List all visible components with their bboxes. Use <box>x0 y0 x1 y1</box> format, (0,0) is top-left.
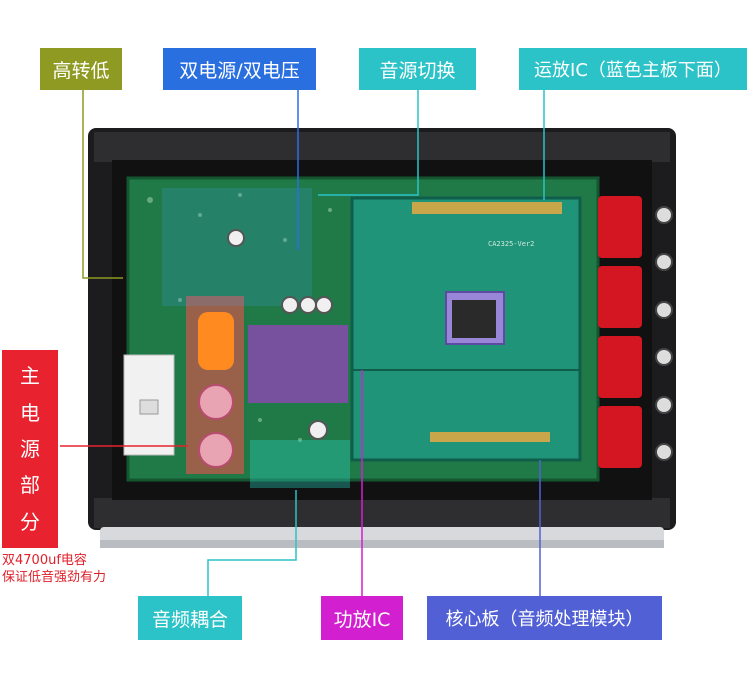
label-main-power-char-5: 分 <box>20 509 40 534</box>
core-board: CA2325-Ver2 <box>350 196 582 462</box>
label-amp-ic: 功放IC <box>321 596 403 640</box>
white-connector <box>123 354 175 456</box>
label-main-power: 主 电 源 部 分 <box>2 350 58 548</box>
label-main-power-char-1: 主 <box>20 364 40 389</box>
speaker-terminals <box>598 196 673 468</box>
label-opamp-ic: 运放IC（蓝色主板下面） <box>519 48 747 90</box>
overlay-dual-power-section <box>162 188 312 306</box>
label-high-convert: 高转低 <box>40 48 122 90</box>
label-dual-power: 双电源/双电压 <box>163 48 316 90</box>
leader-high-convert <box>82 82 123 279</box>
label-source-switch: 音源切换 <box>359 48 476 90</box>
label-main-power-char-3: 源 <box>20 436 40 461</box>
leader-source-switch <box>318 90 419 196</box>
label-coupling: 音频耦合 <box>138 596 242 640</box>
leader-lines <box>60 82 545 600</box>
capacitor-note: 双4700uf电容 保证低音强劲有力 <box>2 552 106 586</box>
label-main-power-char-4: 部 <box>20 473 40 498</box>
chip-marking: CA2325-Ver2 <box>488 240 534 248</box>
power-capacitors <box>198 229 333 468</box>
label-main-power-char-2: 电 <box>20 400 40 425</box>
capacitor-note-line-1: 双4700uf电容 <box>2 553 87 568</box>
overlay-amp-section <box>248 325 348 403</box>
capacitor-note-line-2: 保证低音强劲有力 <box>2 570 107 585</box>
leader-coupling <box>207 490 297 600</box>
overlay-coupling-section <box>250 440 350 488</box>
label-core-board: 核心板（音频处理模块） <box>427 596 662 640</box>
